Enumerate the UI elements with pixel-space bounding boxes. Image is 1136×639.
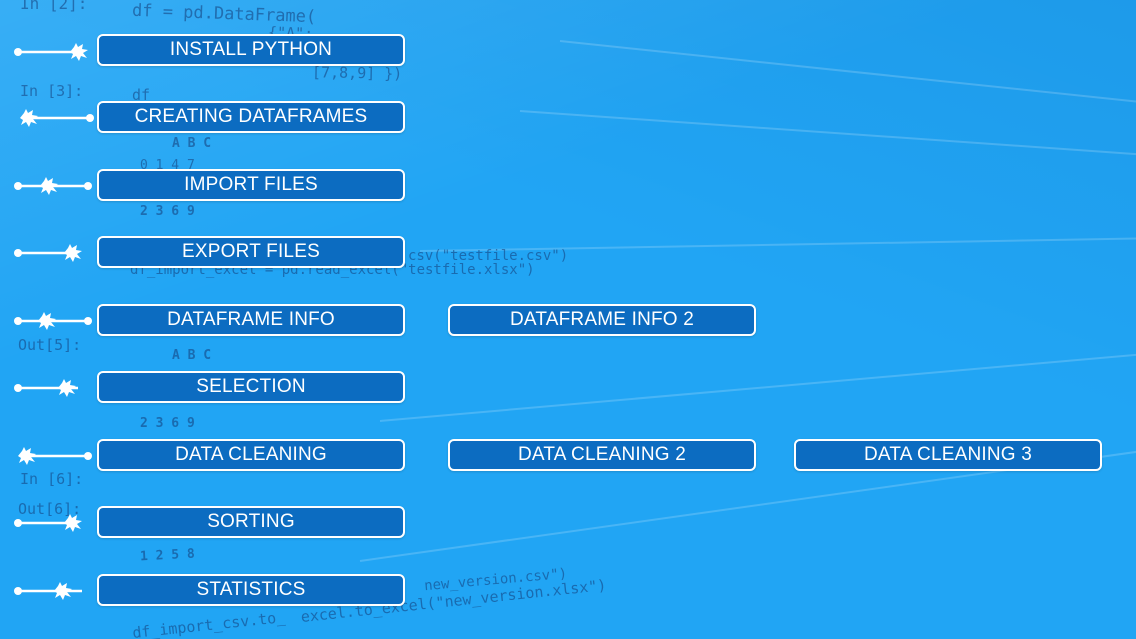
creating-dataframes-button[interactable]: CREATING DATAFRAMES <box>97 101 405 133</box>
bg-streak <box>519 110 1136 159</box>
data-cleaning-2-button[interactable]: DATA CLEANING 2 <box>448 439 756 471</box>
bg-code-line: A B C <box>172 136 212 151</box>
bg-code-line: In [2]: <box>20 0 88 13</box>
bg-code-line: 2 3 6 9 <box>140 204 195 219</box>
bg-code-line: new_version.csv") <box>423 565 568 595</box>
install-python-button[interactable]: INSTALL PYTHON <box>97 34 405 66</box>
data-cleaning-button[interactable]: DATA CLEANING <box>97 439 405 471</box>
connector-spark-icon <box>12 378 108 398</box>
bg-code-line: In [3]: <box>20 82 84 100</box>
import-files-button[interactable]: IMPORT FILES <box>97 169 405 201</box>
data-cleaning-3-button[interactable]: DATA CLEANING 3 <box>794 439 1102 471</box>
connector-spark-icon <box>12 581 108 601</box>
connector-spark-icon <box>12 243 108 263</box>
statistics-button[interactable]: STATISTICS <box>97 574 405 606</box>
connector-spark-icon <box>12 176 108 196</box>
bg-code-line: [7,8,9] }) <box>311 63 403 83</box>
connector-spark-icon <box>12 446 108 466</box>
selection-button[interactable]: SELECTION <box>97 371 405 403</box>
export-files-button[interactable]: EXPORT FILES <box>97 236 405 268</box>
bg-streak <box>419 236 1136 252</box>
connector-spark-icon <box>12 42 108 62</box>
bg-streak <box>379 350 1136 422</box>
bg-code-line: df = pd.DataFrame( <box>131 0 317 28</box>
bg-code-line: A B C <box>172 348 212 363</box>
bg-code-line: Out[5]: <box>18 336 82 354</box>
bg-code-line: 1 2 5 8 <box>139 546 196 565</box>
sorting-button[interactable]: SORTING <box>97 506 405 538</box>
bg-code-line: 2 3 6 9 <box>140 416 195 431</box>
connector-spark-icon <box>12 311 108 331</box>
connector-spark-icon <box>12 108 108 128</box>
bg-code-line: df_import_csv.to_ <box>131 608 287 639</box>
connector-spark-icon <box>12 513 108 533</box>
bg-streak <box>559 40 1136 107</box>
bg-code-line: In [6]: <box>20 470 84 488</box>
dataframe-info-button[interactable]: DATAFRAME INFO <box>97 304 405 336</box>
dataframe-info-2-button[interactable]: DATAFRAME INFO 2 <box>448 304 756 336</box>
